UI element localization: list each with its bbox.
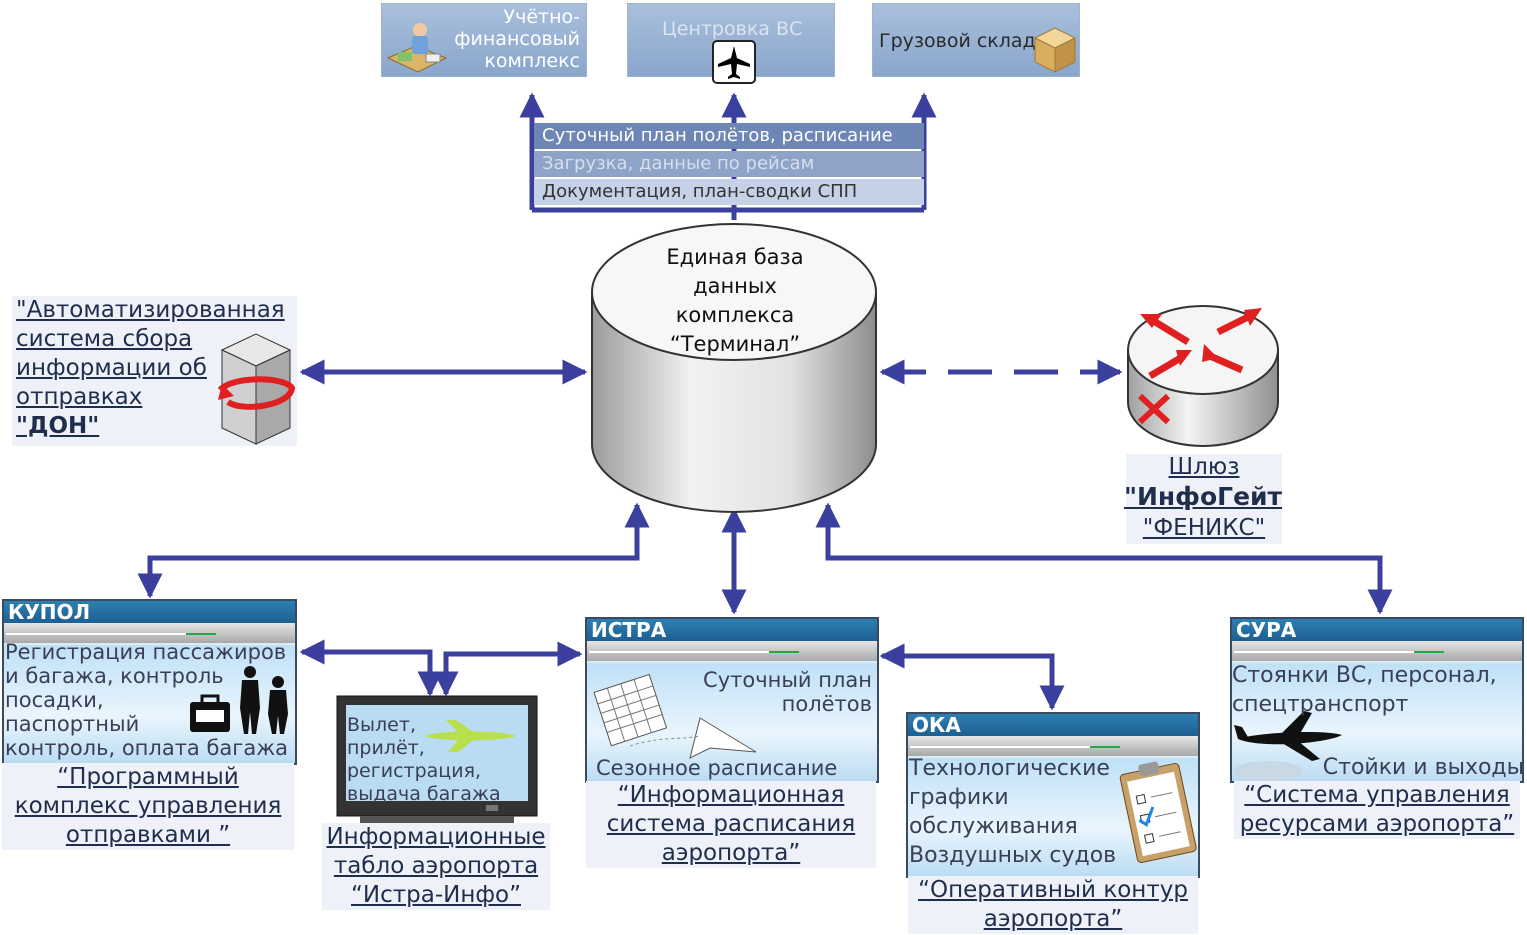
sura-title: СУРА — [1232, 619, 1522, 641]
kupol-caption[interactable]: “Программный комплекс управления отправк… — [2, 763, 294, 850]
monitor-icon — [336, 695, 538, 825]
istra-text2: Сезонное расписание — [596, 756, 838, 780]
arrow-istra-oka — [879, 643, 1065, 711]
passengers-icon — [190, 666, 288, 734]
finance-label: Учётно- финансовый комплекс — [454, 6, 580, 72]
kupol-text: Регистрация пассажиров и багажа, контрол… — [5, 640, 288, 760]
istra-caption[interactable]: “Информационная система расписания аэроп… — [586, 781, 876, 868]
istra-text1: Суточный план полётов — [703, 668, 872, 716]
airplane-dark-icon — [1234, 711, 1342, 781]
arrow-db-kupol — [137, 502, 650, 599]
oka-title: ОКА — [908, 714, 1198, 736]
kupol-toolbar — [4, 623, 295, 643]
oka-caption[interactable]: “Оперативный контур аэропорта” — [908, 876, 1198, 934]
finance-box[interactable]: Учётно- финансовый комплекс — [381, 3, 587, 77]
cargo-box[interactable]: Грузовой склад — [872, 3, 1080, 77]
flow-label-3: Документация, план-сводки СПП — [534, 179, 924, 205]
cargo-label: Грузовой склад — [879, 30, 1036, 52]
oka-text: Технологические графики обслуживания Воз… — [909, 756, 1117, 868]
istra-toolbar — [587, 641, 877, 661]
gateway-line1[interactable]: Шлюз — [1168, 454, 1240, 480]
database-cylinder[interactable] — [588, 222, 880, 514]
server-icon — [217, 333, 296, 445]
don-name[interactable]: "ДОН" — [16, 413, 100, 439]
gateway-panel — [1126, 454, 1282, 544]
sura-text2: Стойки и выходы — [1322, 755, 1524, 780]
router-icon[interactable] — [1122, 292, 1284, 452]
airplane-green-icon — [424, 720, 516, 752]
don-caption[interactable]: "Автоматизированная система сбора информ… — [16, 297, 285, 410]
sura-caption[interactable]: “Система управления ресурсами аэропорта” — [1234, 781, 1520, 839]
clipboard-icon — [1119, 761, 1197, 863]
flow-label-1: Суточный план полётов, расписание — [534, 123, 924, 149]
arrow-istra-tablo — [433, 641, 583, 697]
sura-toolbar — [1232, 641, 1522, 661]
centering-box[interactable]: Центровка ВС — [627, 3, 835, 84]
calendar-icon — [593, 673, 757, 759]
arrow-db-sura — [815, 502, 1393, 615]
centering-label: Центровка ВС — [662, 18, 803, 40]
istra-title: ИСТРА — [587, 619, 877, 641]
istra-info-text: Вылет, прилёт, регистрация, выдача багаж… — [347, 714, 501, 805]
sura-text1: Стоянки ВС, персонал, спецтранспорт — [1232, 663, 1497, 717]
gateway-line2[interactable]: "ИнфоГейт — [1123, 482, 1283, 511]
sura-window[interactable]: СУРА — [1230, 617, 1524, 783]
sura-body — [1232, 663, 1522, 781]
oka-toolbar — [908, 736, 1198, 756]
arrow-kupol-tablo — [299, 639, 443, 697]
database-label: Единая база данных комплекса “Терминал” — [666, 245, 804, 356]
box-icon — [1033, 27, 1077, 73]
gateway-line3[interactable]: "ФЕНИКС" — [1142, 515, 1266, 541]
istra-info-caption[interactable]: Информационные табло аэропорта “Истра-Ин… — [322, 823, 550, 910]
kupol-title: КУПОЛ — [4, 601, 295, 623]
accountant-icon — [386, 23, 448, 73]
flow-label-2: Загрузка, данные по рейсам — [534, 151, 924, 177]
airplane-icon — [712, 40, 756, 84]
